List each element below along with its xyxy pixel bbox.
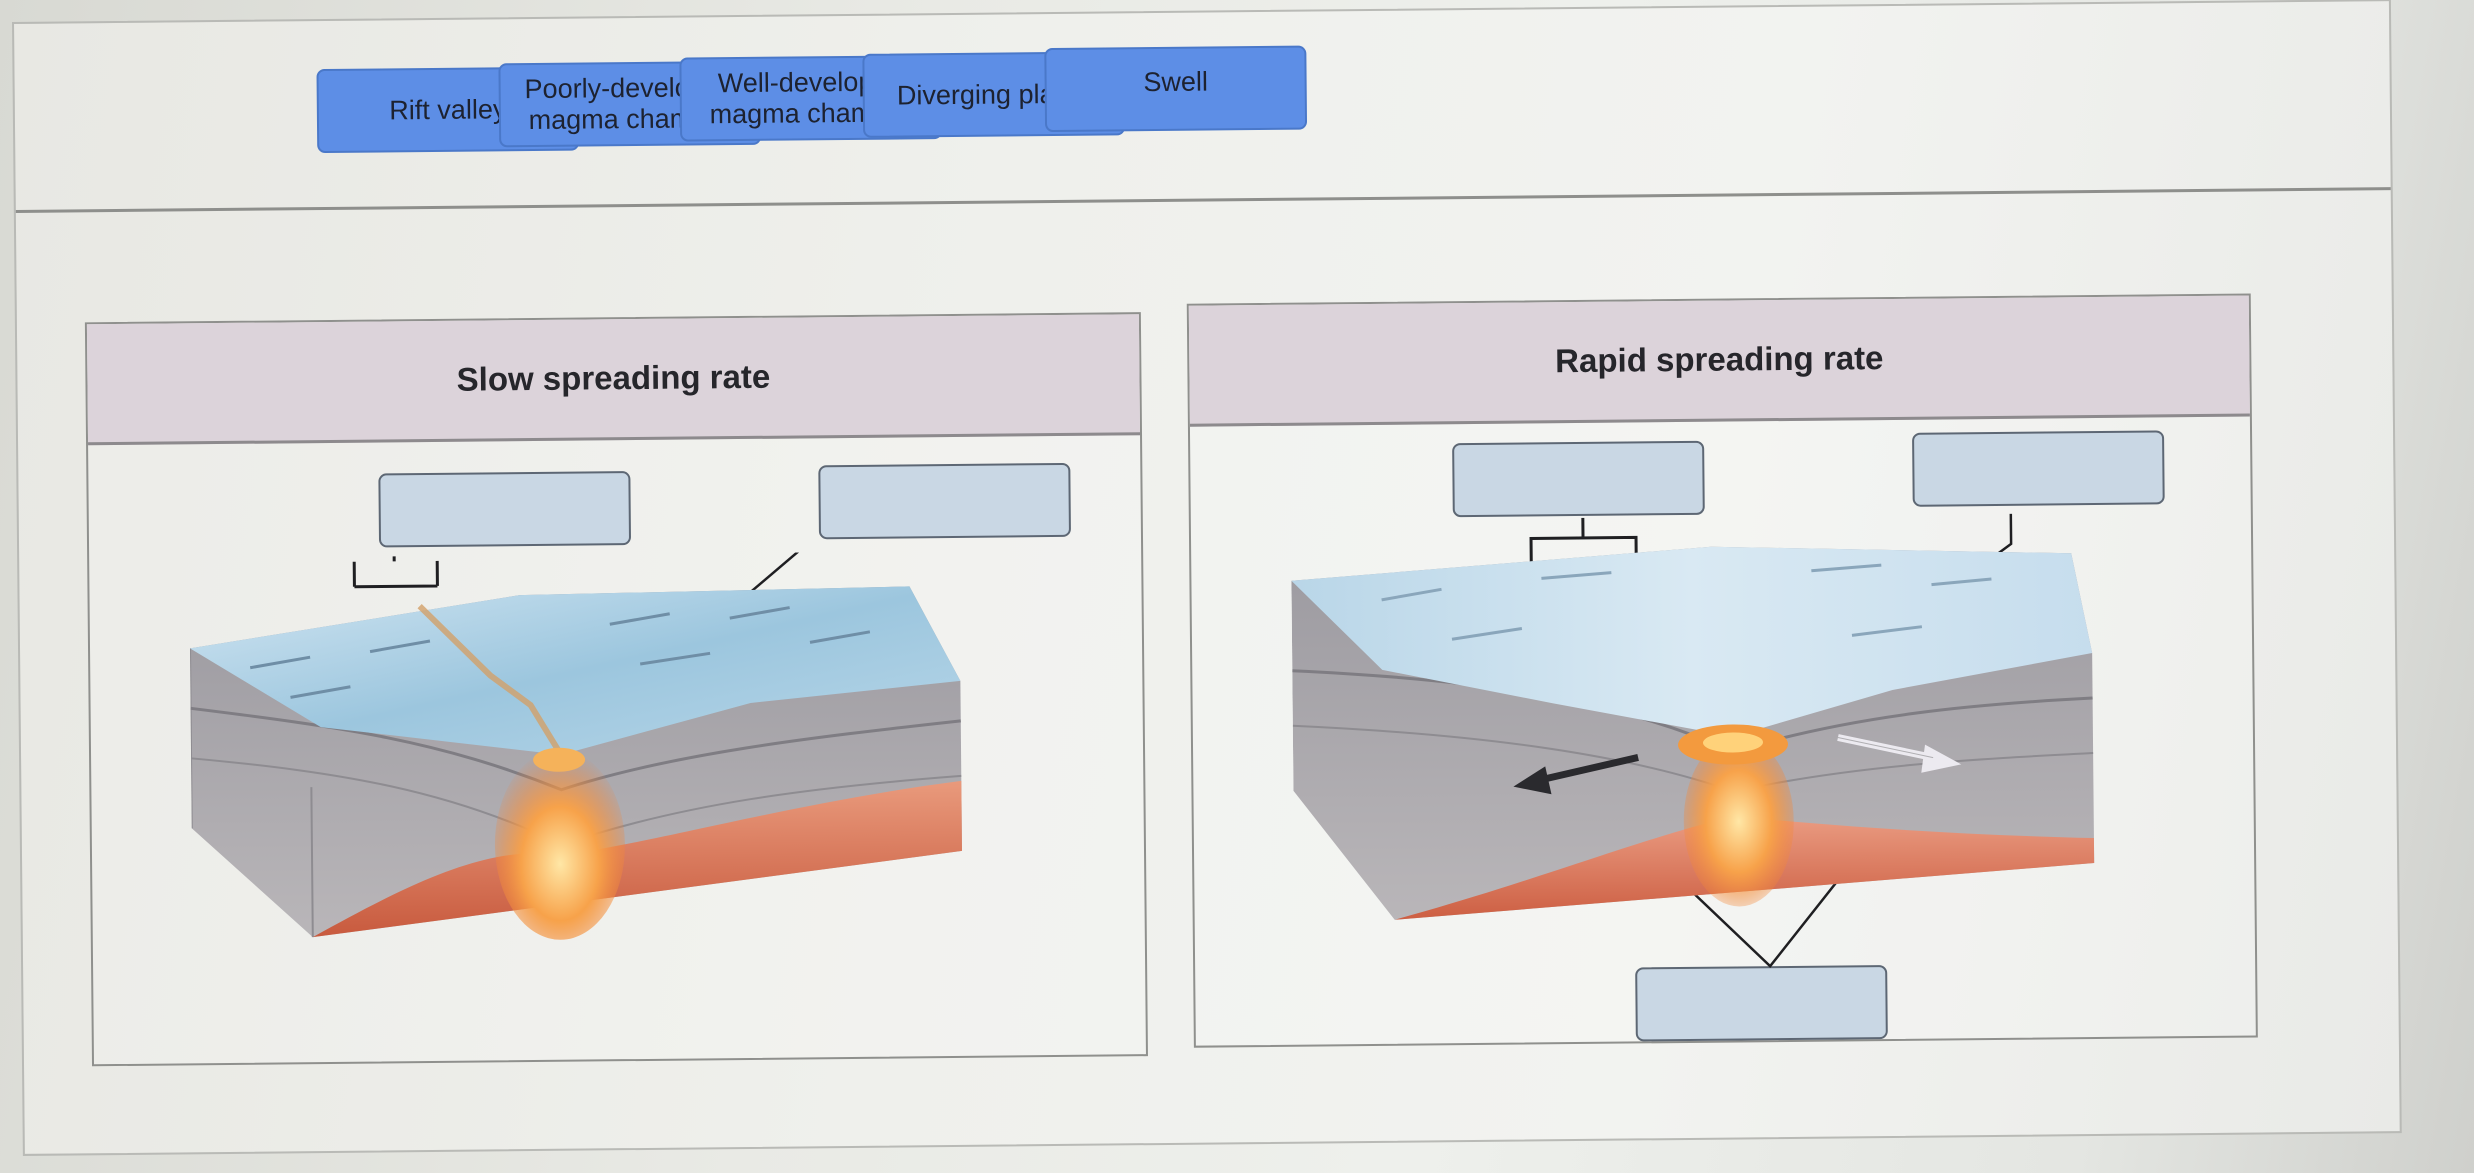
answer-bank: Rift valley Poorly-developed magma chamb… bbox=[14, 1, 2391, 213]
panel-title-rapid: Rapid spreading rate bbox=[1188, 295, 2250, 427]
question-card: Rift valley Poorly-developed magma chamb… bbox=[12, 0, 2402, 1156]
rapid-ridge-diagram bbox=[1291, 512, 2095, 969]
panel-slow-spreading: Slow spreading rate bbox=[84, 312, 1148, 1067]
arrow-right-icon bbox=[1837, 734, 1962, 773]
slow-bracket bbox=[352, 560, 439, 589]
chip-swell[interactable]: Swell bbox=[1044, 45, 1308, 133]
slow-bracket-stem bbox=[391, 549, 396, 562]
panel-title-slow-text: Slow spreading rate bbox=[456, 357, 771, 398]
drop-zone-slow-right[interactable] bbox=[818, 462, 1071, 540]
panel-rapid-spreading: Rapid spreading rate bbox=[1186, 293, 2258, 1048]
arrow-left-icon bbox=[1513, 754, 1639, 795]
panel-title-rapid-text: Rapid spreading rate bbox=[1555, 339, 1884, 380]
drop-zone-slow-left[interactable] bbox=[378, 471, 632, 548]
slow-ridge-diagram bbox=[189, 549, 963, 940]
panel-title-slow: Slow spreading rate bbox=[86, 314, 1141, 446]
labeling-workspace: Slow spreading rate bbox=[16, 190, 2400, 1153]
drop-zone-rapid-right[interactable] bbox=[1912, 430, 2165, 507]
drop-zone-rapid-left[interactable] bbox=[1452, 440, 1705, 518]
